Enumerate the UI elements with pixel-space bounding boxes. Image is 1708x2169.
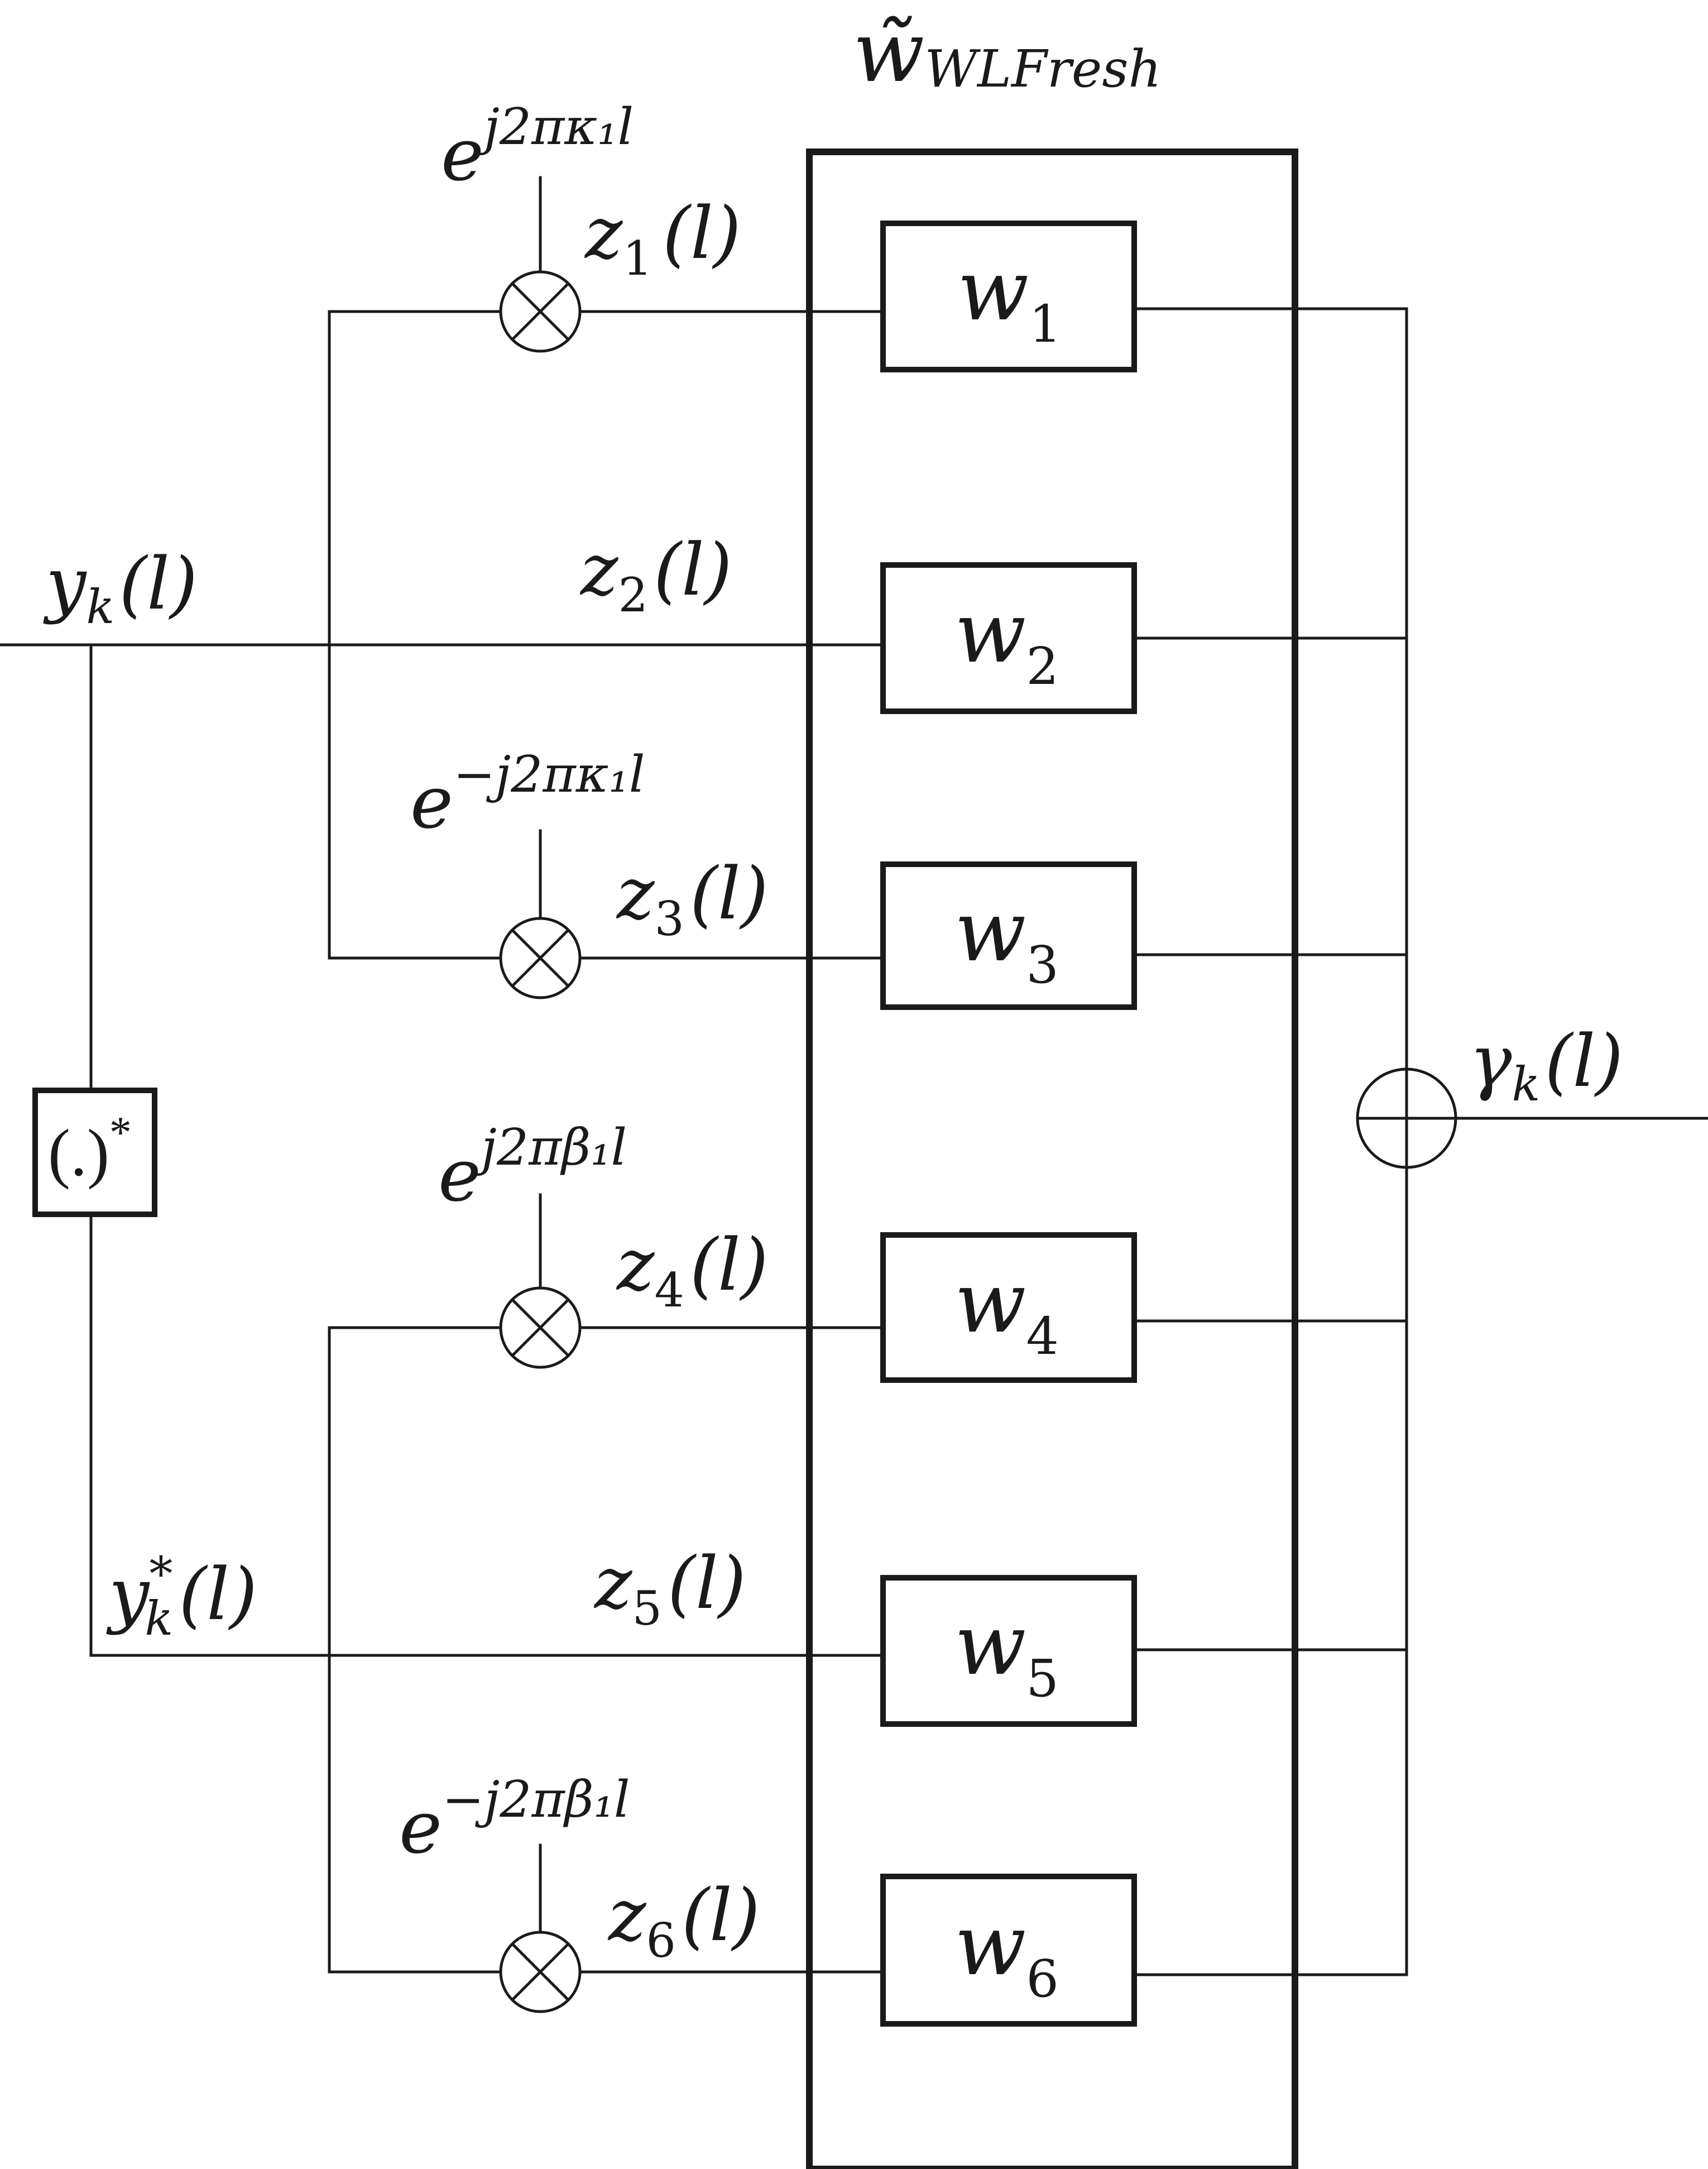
- osc-label-1: ej2πκ₁l: [441, 98, 634, 197]
- conjugate-block-label: (.)*: [48, 1108, 132, 1190]
- osc-label-3: e−j2πκ₁l: [410, 745, 645, 845]
- osc-label-4: ej2πβ₁l: [438, 1118, 627, 1218]
- mixer-1: [499, 270, 582, 353]
- input-conj-label: y*k(l): [106, 1546, 257, 1646]
- w5-label: w5: [954, 1597, 1059, 1708]
- w2-box: [880, 562, 1137, 714]
- z3-label: z3(l): [616, 853, 769, 946]
- mixer-3: [499, 917, 582, 999]
- w1-label: w1: [957, 242, 1062, 354]
- mixer-4: [499, 1286, 582, 1369]
- w6-box: [880, 1874, 1137, 2027]
- z4-label: z4(l): [616, 1224, 769, 1318]
- w1-box: [880, 221, 1137, 372]
- osc-label-6: e−j2πβ₁l: [399, 1770, 630, 1870]
- input-label: yk(l): [43, 543, 198, 634]
- mixer-6: [499, 1931, 582, 2013]
- summing-junction: [1356, 1067, 1457, 1169]
- conjugate-block: [32, 1088, 157, 1217]
- filter-boxes: [880, 221, 1137, 2027]
- w4-box: [880, 1232, 1137, 1383]
- output-label: γk(l): [1469, 1020, 1623, 1112]
- wires: [0, 176, 1708, 1976]
- w5-box: [880, 1575, 1137, 1727]
- w3-box: [880, 861, 1137, 1010]
- z5-label: z5(l): [593, 1542, 746, 1636]
- w2-label: w2: [954, 585, 1059, 696]
- w6-label: w6: [954, 1897, 1059, 2009]
- z2-label: z2(l): [579, 529, 732, 623]
- z6-label: z6(l): [607, 1874, 760, 1968]
- filter-label: w̃WLFresh: [853, 4, 1162, 101]
- wlfresh-filter-container: [806, 149, 1298, 2169]
- w4-label: w4: [954, 1255, 1059, 1366]
- z1-label: z1(l): [584, 192, 741, 286]
- w3-label: w3: [954, 883, 1059, 995]
